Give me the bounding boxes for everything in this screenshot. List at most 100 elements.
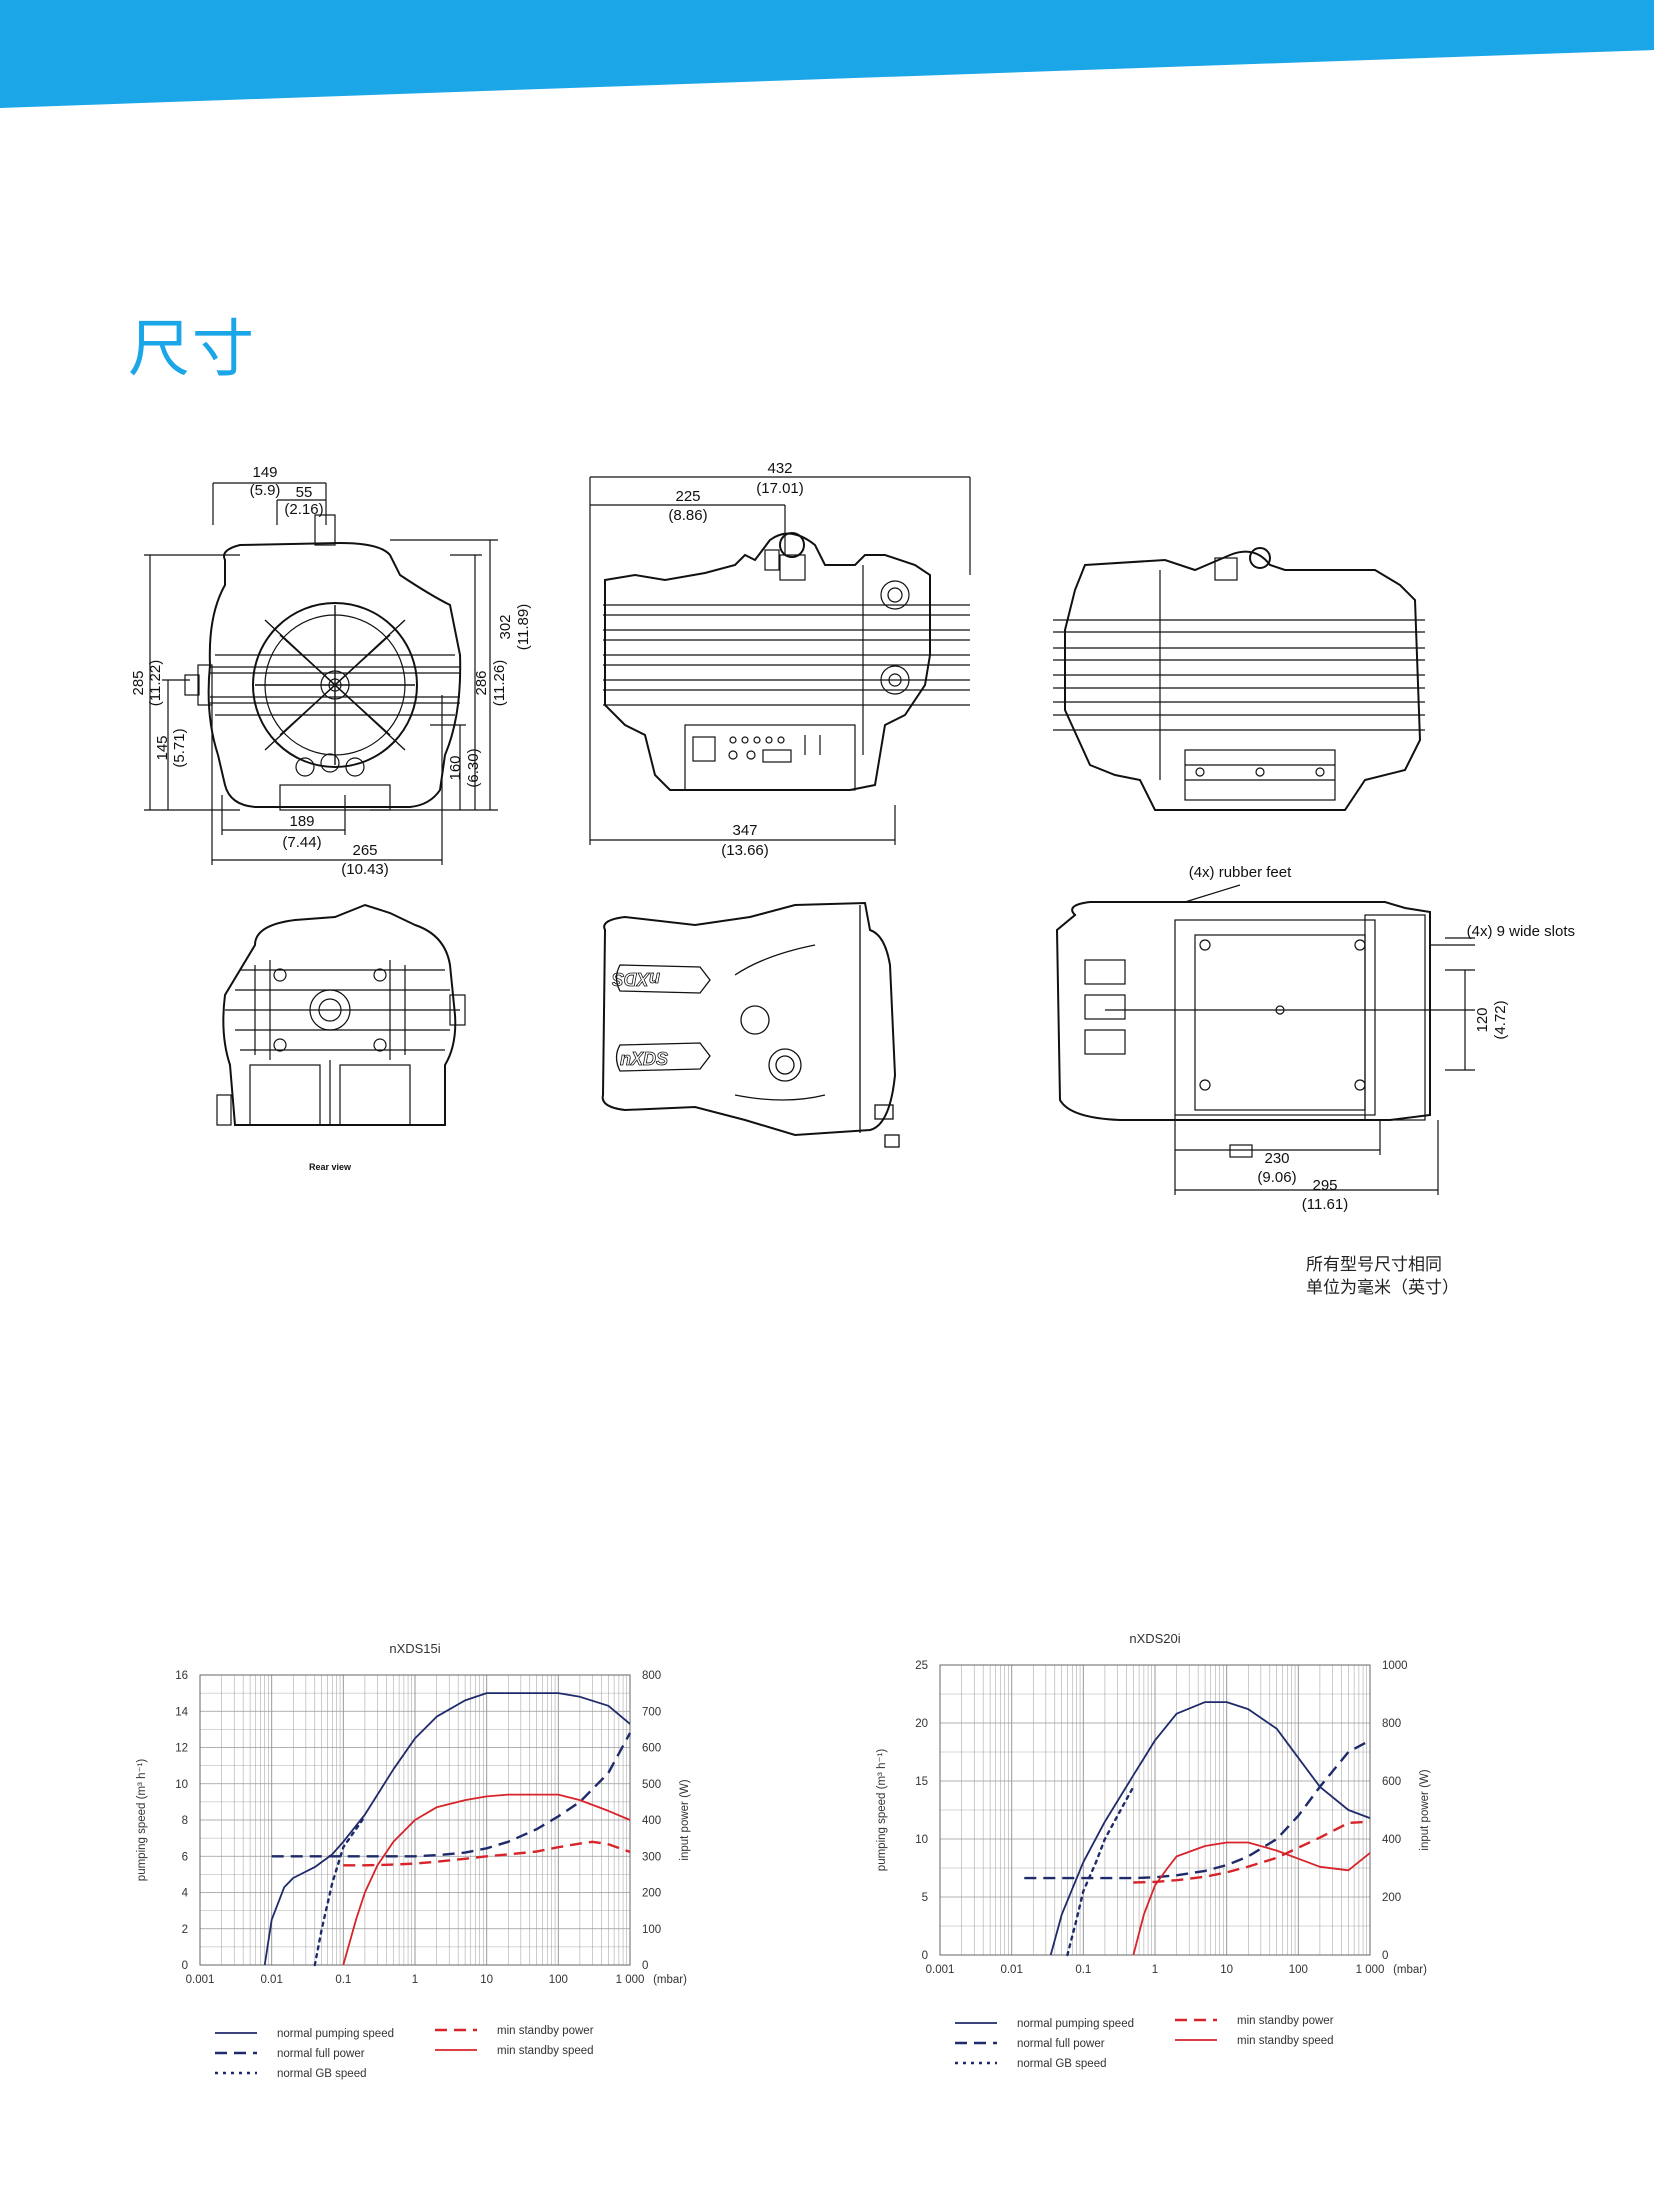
legend-label: normal pumping speed xyxy=(1017,2018,1134,2030)
y2-tick-label: 200 xyxy=(642,1888,661,1900)
dim-285: 285 xyxy=(130,670,147,695)
dim-225: 225 xyxy=(675,488,700,505)
y2-tick-label: 800 xyxy=(642,1670,661,1682)
series-line-normal-pumping-speed xyxy=(1049,1701,1371,1956)
x-tick-label: 10 xyxy=(1220,1964,1233,1976)
legend-label: min standby speed xyxy=(1237,2035,1334,2047)
y2-tick-label: 400 xyxy=(642,1815,661,1827)
series-line-min-standby-power xyxy=(343,1840,631,1867)
y-tick-label: 4 xyxy=(182,1888,189,1900)
y-axis-label: pumping speed (m³ h⁻¹) xyxy=(876,1749,888,1872)
legend-label: normal full power xyxy=(1017,2038,1105,2050)
series-line-min-standby-power xyxy=(1133,1820,1371,1884)
bottom-view-drawing: (4x) rubber feet (4x) 9 wide slots 120 (… xyxy=(1055,864,1575,1213)
top-logo-mirrored: nXDS xyxy=(612,969,660,989)
y2-tick-label: 1000 xyxy=(1382,1660,1408,1672)
dim-225-in: (8.86) xyxy=(668,507,707,524)
y2-tick-label: 0 xyxy=(642,1960,648,1972)
dim-160: 160 xyxy=(447,755,464,780)
y-tick-label: 12 xyxy=(175,1743,188,1755)
y2-tick-label: 100 xyxy=(642,1924,661,1936)
y2-tick-label: 800 xyxy=(1382,1718,1401,1730)
y2-tick-label: 500 xyxy=(642,1779,661,1791)
note-line-2: 单位为毫米（英寸） xyxy=(1306,1278,1459,1298)
x-tick-label: 0.01 xyxy=(1000,1964,1022,1976)
side-view-drawing: 432 (17.01) 225 (8.86) 347 (13.66) xyxy=(589,460,971,859)
rear-view-label: Rear view xyxy=(309,1162,352,1172)
y2-tick-label: 0 xyxy=(1382,1950,1388,1962)
y-tick-label: 25 xyxy=(915,1660,928,1672)
x-tick-label: 1 000 xyxy=(616,1974,645,1986)
x-unit-label: (mbar) xyxy=(1393,1964,1427,1976)
dim-295: 295 xyxy=(1312,1177,1337,1194)
y2-tick-label: 400 xyxy=(1382,1834,1401,1846)
y-tick-label: 15 xyxy=(915,1776,928,1788)
y2-tick-label: 700 xyxy=(642,1706,661,1718)
y-tick-label: 5 xyxy=(922,1892,928,1904)
dim-160-in: (6.30) xyxy=(465,748,482,787)
dim-432: 432 xyxy=(767,460,792,477)
y-tick-label: 6 xyxy=(182,1851,188,1863)
x-tick-label: 1 xyxy=(1152,1964,1158,1976)
plot-frame xyxy=(939,1664,1371,1956)
y-tick-label: 0 xyxy=(922,1950,928,1962)
x-tick-label: 0.01 xyxy=(260,1974,282,1986)
dim-55: 55 xyxy=(296,484,313,501)
y2-tick-label: 300 xyxy=(642,1851,661,1863)
y2-tick-label: 600 xyxy=(642,1743,661,1755)
top-view-drawing: nXDS nXDS xyxy=(601,901,900,1148)
chart-title: nXDS20i xyxy=(1129,1631,1180,1646)
series-line-min-standby-speed xyxy=(342,1793,631,1966)
chart-grid xyxy=(939,1664,1371,1956)
legend-label: min standby power xyxy=(497,2025,594,2037)
slots-label: (4x) 9 wide slots xyxy=(1467,923,1575,940)
x-tick-label: 0.001 xyxy=(926,1964,955,1976)
front-view-drawing: 149 (5.9) 55 (2.16) 285 (11.22) 145 (5.7… xyxy=(130,464,532,878)
legend-label: normal pumping speed xyxy=(277,2028,394,2040)
y-tick-label: 14 xyxy=(175,1706,188,1718)
dim-120: 120 xyxy=(1474,1007,1491,1032)
rear-view-drawing: Rear view xyxy=(216,903,466,1172)
units-note: 所有型号尺寸相同 单位为毫米（英寸） xyxy=(1306,1254,1459,1300)
dim-230-in: (9.06) xyxy=(1257,1169,1296,1186)
y-tick-label: 20 xyxy=(915,1718,928,1730)
x-tick-label: 1 000 xyxy=(1356,1964,1385,1976)
header-banner xyxy=(0,0,1654,108)
page-title: 尺寸 xyxy=(128,312,257,385)
dim-285-in: (11.22) xyxy=(147,660,164,706)
legend-label: min standby speed xyxy=(497,2045,594,2057)
dim-286-in: (11.26) xyxy=(491,660,508,706)
y2-tick-label: 200 xyxy=(1382,1892,1401,1904)
legend-label: normal full power xyxy=(277,2048,365,2060)
series-line-normal-full-power xyxy=(1024,1739,1371,1880)
dim-145: 145 xyxy=(154,735,171,760)
series-line-normal-pumping-speed xyxy=(263,1692,631,1966)
dim-265-in: (10.43) xyxy=(341,861,389,878)
y2-axis-label: input power (W) xyxy=(679,1779,691,1860)
dim-120-in: (4.72) xyxy=(1492,1000,1509,1039)
chart-title: nXDS15i xyxy=(389,1641,440,1656)
note-line-1: 所有型号尺寸相同 xyxy=(1306,1255,1442,1275)
dim-55-in: (2.16) xyxy=(284,501,323,518)
x-tick-label: 0.001 xyxy=(186,1974,215,1986)
series-line-normal-full-power xyxy=(271,1732,632,1858)
legend-label: normal GB speed xyxy=(1017,2058,1107,2070)
dim-286: 286 xyxy=(473,670,490,695)
y-tick-label: 10 xyxy=(175,1779,188,1791)
chart-grid xyxy=(199,1674,631,1966)
x-unit-label: (mbar) xyxy=(653,1974,687,1986)
y-tick-label: 16 xyxy=(175,1670,188,1682)
x-tick-label: 100 xyxy=(549,1974,568,1986)
dim-189: 189 xyxy=(289,813,314,830)
x-tick-label: 10 xyxy=(480,1974,493,1986)
y-tick-label: 8 xyxy=(182,1815,188,1827)
top-logo: nXDS xyxy=(620,1049,668,1069)
y2-tick-label: 600 xyxy=(1382,1776,1401,1788)
x-tick-label: 0.1 xyxy=(1075,1964,1091,1976)
dim-347-in: (13.66) xyxy=(721,842,769,859)
legend-label: min standby power xyxy=(1237,2015,1334,2027)
series-line-min-standby-speed xyxy=(1132,1841,1371,1956)
dim-295-in: (11.61) xyxy=(1302,1196,1348,1213)
opposite-side-view-drawing xyxy=(1053,547,1425,811)
